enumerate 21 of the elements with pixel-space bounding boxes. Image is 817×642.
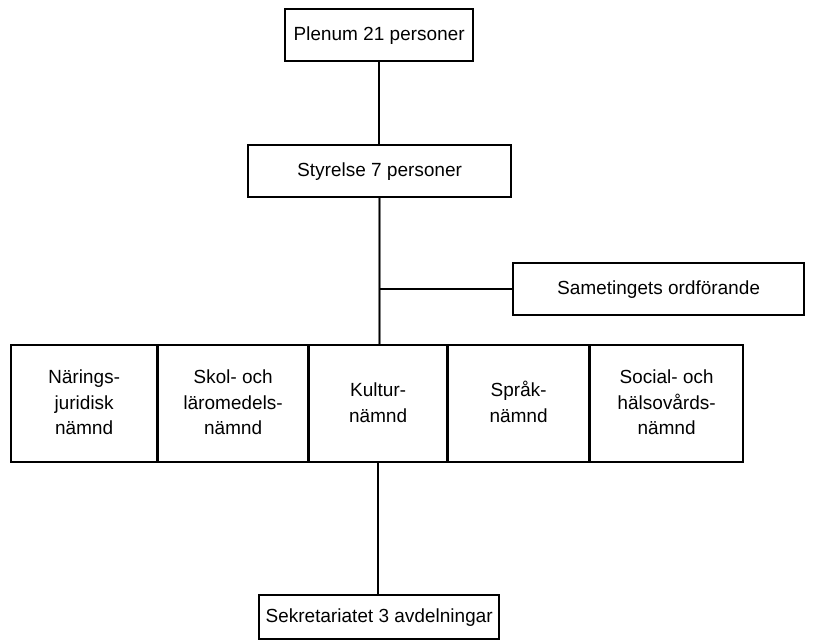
unit-name: Närings- juridisk nämnd [47, 366, 121, 442]
connector-line [378, 62, 380, 144]
unit-name: Skol- och läromedels- nämnd [182, 366, 284, 442]
connector-line [377, 463, 379, 594]
org-unit-box [247, 144, 512, 198]
org-unit-box [512, 262, 805, 316]
unit-name: Sekretariatet 3 avdelningar [265, 605, 493, 630]
unit-name: Sametingets ordförande [557, 277, 760, 302]
org-unit-box [157, 344, 309, 463]
unit-name: Plenum 21 personer [293, 23, 465, 48]
org-unit-box [284, 8, 474, 62]
org-unit-box [447, 344, 590, 463]
unit-name: Språk- nämnd [488, 378, 549, 428]
unit-name: Social- och hälsovårds- nämnd [616, 366, 717, 442]
org-unit-box [308, 344, 448, 463]
org-unit-box [10, 344, 158, 463]
unit-name: Kultur- nämnd [348, 378, 408, 428]
unit-name: Styrelse 7 personer [297, 159, 462, 184]
connector-line [378, 198, 380, 344]
org-unit-box [589, 344, 744, 463]
org-unit-box [258, 594, 500, 640]
